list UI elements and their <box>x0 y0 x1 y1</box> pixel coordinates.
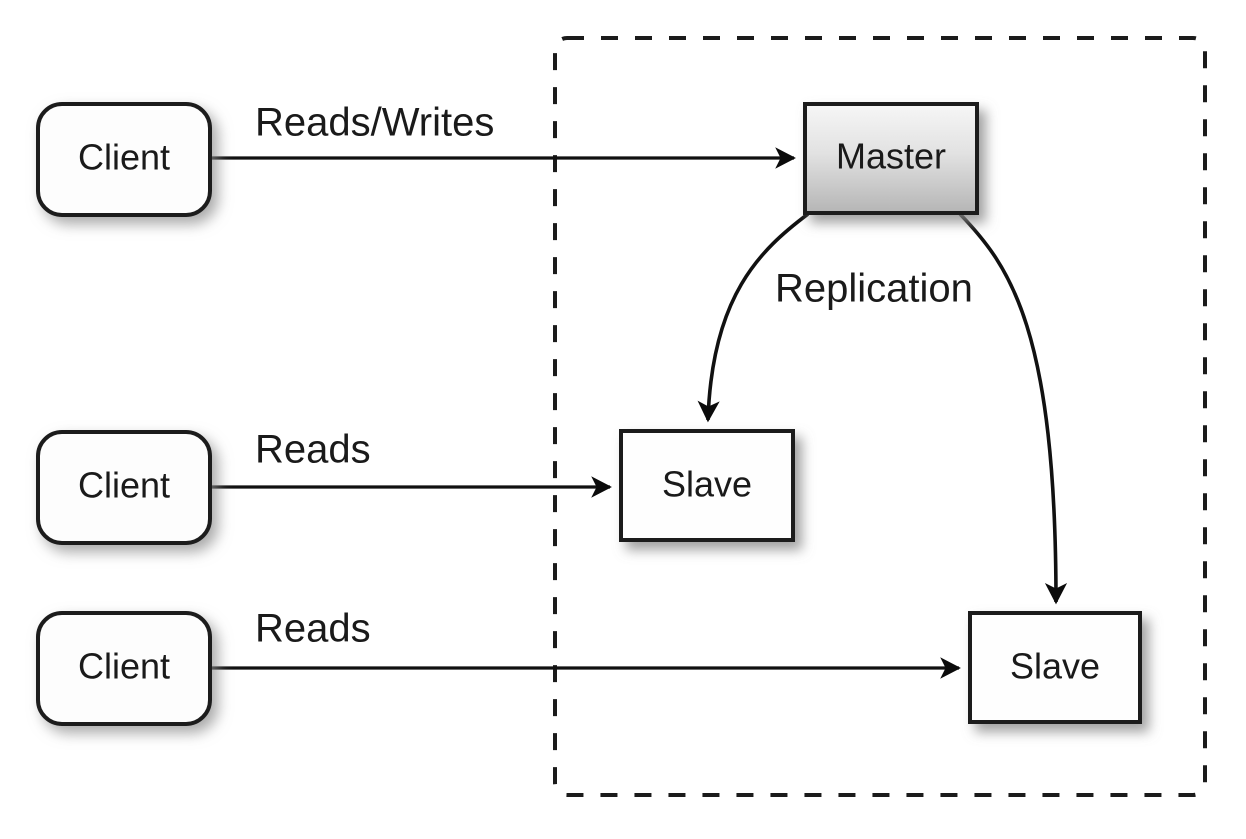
database-cluster-boundary <box>553 36 1207 797</box>
client-3-box[interactable] <box>36 611 212 726</box>
node-client-1[interactable]: Client <box>36 102 212 217</box>
edge-label-reads-writes: Reads/Writes <box>255 101 494 145</box>
master-label: Master <box>836 136 946 177</box>
node-slave-2[interactable]: Slave <box>968 611 1142 724</box>
client-1-box[interactable] <box>36 102 212 217</box>
slave-2-box[interactable] <box>968 611 1142 724</box>
node-master[interactable]: Master <box>803 102 979 215</box>
slave-2-label: Slave <box>1010 646 1100 687</box>
client-2-label: Client <box>78 465 170 506</box>
edge-label-reads-slave2: Reads <box>255 607 371 651</box>
client-1-label: Client <box>78 137 170 178</box>
edge-label-reads-slave1: Reads <box>255 428 371 472</box>
edge-label-replication: Replication <box>775 267 973 311</box>
edge-master-to-slave2-replication <box>958 212 1068 605</box>
node-client-2[interactable]: Client <box>36 430 212 545</box>
edge-master-to-slave1-replication <box>697 212 810 423</box>
slave-1-box[interactable] <box>619 429 795 542</box>
master-box[interactable] <box>803 102 979 215</box>
node-client-3[interactable]: Client <box>36 611 212 726</box>
slave-1-label: Slave <box>662 464 752 505</box>
client-2-box[interactable] <box>36 430 212 545</box>
node-slave-1[interactable]: Slave <box>619 429 795 542</box>
client-3-label: Client <box>78 646 170 687</box>
